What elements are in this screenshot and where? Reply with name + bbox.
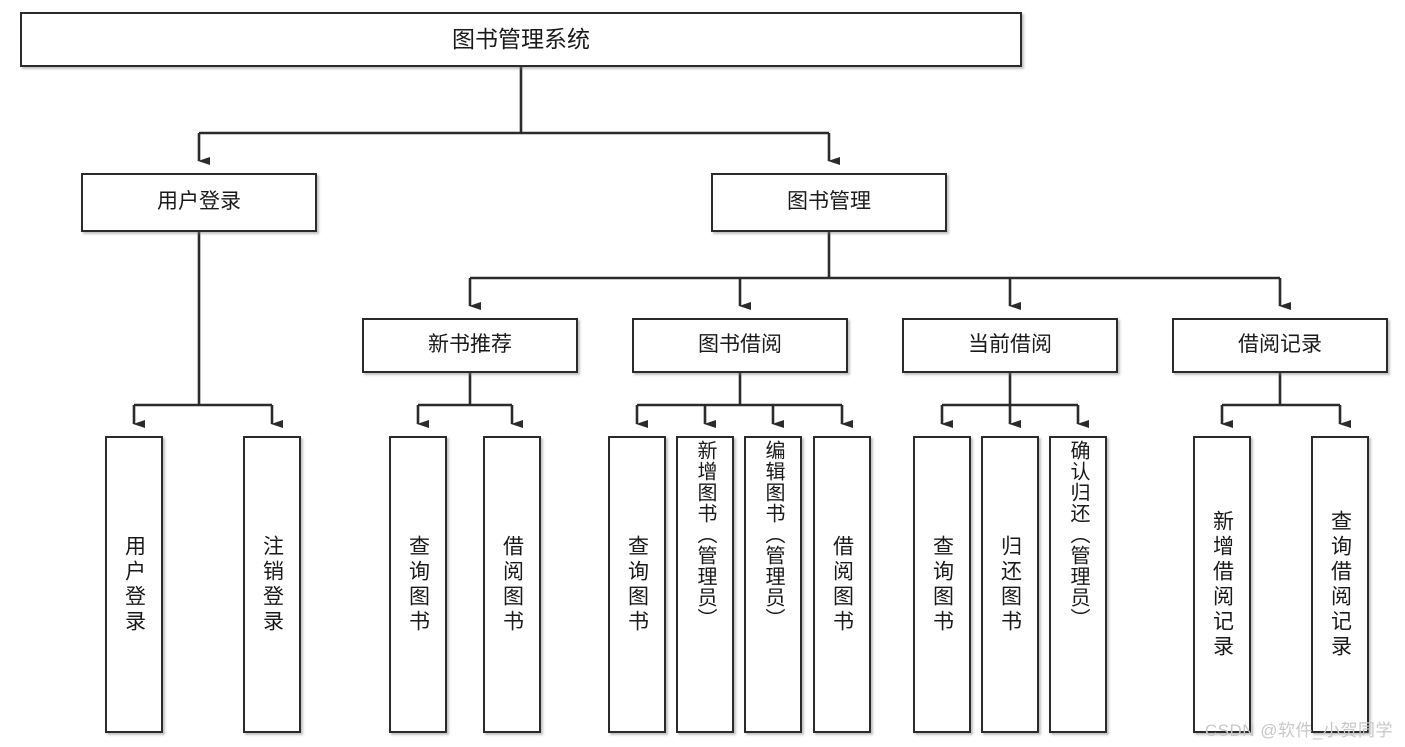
node-label: 新增借阅记录 <box>1210 509 1234 660</box>
leaf-borrow-query-book[interactable]: 查询图书 <box>608 436 666 733</box>
node-label: 借阅图书 <box>500 534 524 635</box>
leaf-current-return-book[interactable]: 归还图书 <box>981 436 1039 733</box>
leaf-borrow-borrow-book[interactable]: 借阅图书 <box>813 436 871 733</box>
leaf-record-add-record[interactable]: 新增借阅记录 <box>1193 436 1251 733</box>
node-label: 查询借阅记录 <box>1328 509 1352 660</box>
node-label: 查询图书 <box>406 534 430 635</box>
node-label: 归还图书 <box>998 534 1022 635</box>
node-root-system[interactable]: 图书管理系统 <box>20 12 1022 67</box>
leaf-borrow-edit-book-admin[interactable]: 编辑图书（管理员） <box>744 436 802 733</box>
node-book-borrow[interactable]: 图书借阅 <box>632 318 848 373</box>
node-label: 用户登录 <box>122 534 146 635</box>
leaf-current-confirm-return-admin[interactable]: 确认归还（管理员） <box>1049 436 1107 733</box>
node-new-book-recommend[interactable]: 新书推荐 <box>362 318 578 373</box>
node-label: 编辑图书（管理员） <box>762 440 784 629</box>
leaf-user-login-logout[interactable]: 注销登录 <box>243 436 301 733</box>
node-label: 用户登录 <box>157 190 241 214</box>
node-label: 当前借阅 <box>968 333 1052 357</box>
leaf-current-query-book[interactable]: 查询图书 <box>913 436 971 733</box>
leaf-record-query-record[interactable]: 查询借阅记录 <box>1311 436 1369 733</box>
node-user-login[interactable]: 用户登录 <box>81 173 317 232</box>
node-borrow-record[interactable]: 借阅记录 <box>1172 318 1388 373</box>
node-label: 图书管理 <box>787 190 871 214</box>
node-label: 确认归还（管理员） <box>1067 440 1089 629</box>
leaf-borrow-add-book-admin[interactable]: 新增图书（管理员） <box>676 436 734 733</box>
node-label: 新增图书（管理员） <box>694 440 716 629</box>
node-label: 借阅记录 <box>1238 333 1322 357</box>
node-label: 借阅图书 <box>830 534 854 635</box>
leaf-recommend-query-book[interactable]: 查询图书 <box>389 436 447 733</box>
leaf-user-login-login[interactable]: 用户登录 <box>105 436 163 733</box>
node-label: 查询图书 <box>930 534 954 635</box>
node-label: 新书推荐 <box>428 333 512 357</box>
node-book-management[interactable]: 图书管理 <box>711 173 947 232</box>
node-label: 查询图书 <box>625 534 649 635</box>
node-label: 注销登录 <box>260 534 284 635</box>
node-label: 图书管理系统 <box>452 26 590 53</box>
node-current-borrow[interactable]: 当前借阅 <box>902 318 1118 373</box>
leaf-recommend-borrow-book[interactable]: 借阅图书 <box>483 436 541 733</box>
node-label: 图书借阅 <box>698 333 782 357</box>
